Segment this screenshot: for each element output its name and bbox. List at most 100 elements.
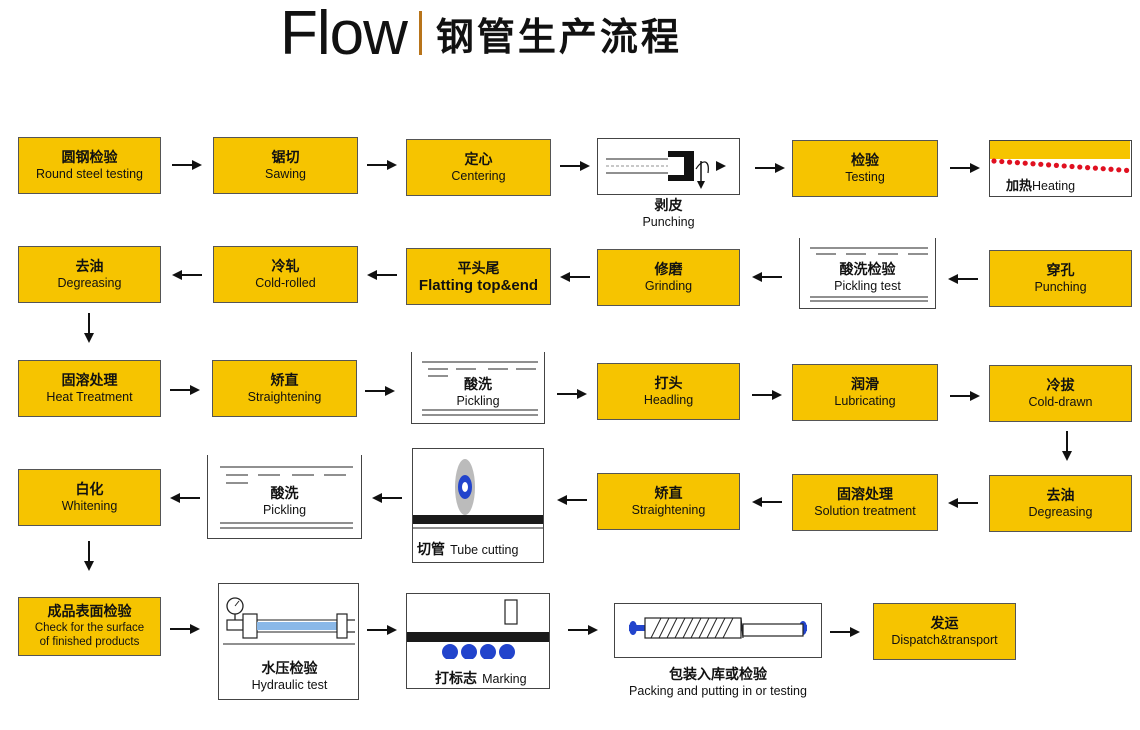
label-en: Hydraulic test: [251, 678, 328, 692]
arrow-left: [372, 493, 402, 503]
step-en: Headling: [643, 392, 694, 407]
label-cn: 包装入库或检验: [669, 667, 767, 683]
heating-dot: [1108, 166, 1114, 172]
step-cn: 锯切: [271, 149, 300, 166]
page-title: Flow 钢管生产流程: [280, 0, 682, 68]
step-cn: 去油: [1046, 487, 1075, 504]
arrow-right: [830, 627, 860, 637]
step-cn: 平头尾: [457, 260, 500, 277]
step-heat-treatment: 固溶处理 Heat Treatment: [18, 360, 161, 417]
arrow-left: [752, 272, 782, 282]
label-en: Pickling test: [834, 279, 901, 293]
step-flatting: 平头尾 Flatting top&end: [406, 248, 551, 305]
step-centering: 定心 Centering: [406, 139, 551, 196]
heating-dot: [1124, 167, 1130, 173]
step-en: Round steel testing: [35, 166, 143, 181]
step-cn: 去油: [75, 258, 104, 275]
tube-cutting-label: 切管 Tube cutting: [417, 539, 518, 559]
label-en: Marking: [482, 672, 527, 686]
step-solution-treatment: 固溶处理 Solution treatment: [792, 474, 938, 531]
step-en: Degreasing: [1028, 504, 1093, 519]
arrow-right: [170, 624, 200, 634]
arrow-right: [950, 391, 980, 401]
label-en: Pickling: [262, 503, 307, 517]
arrow-down: [84, 541, 94, 571]
step-cn: 成品表面检验: [47, 604, 132, 620]
step-headling: 打头 Headling: [597, 363, 740, 420]
label-cn: 酸洗检验: [839, 262, 896, 278]
heating-dot: [1085, 165, 1091, 171]
label-cn: 酸洗: [464, 377, 492, 393]
step-cn: 冷轧: [271, 258, 300, 275]
step-en: Solution treatment: [814, 503, 916, 518]
arrow-right: [170, 385, 200, 395]
arrow-left: [948, 498, 978, 508]
label-cn: 打标志: [435, 671, 477, 687]
title-chinese: 钢管生产流程: [435, 14, 682, 59]
step-cn: 发运: [930, 615, 959, 632]
label-en: Punching: [642, 215, 695, 229]
heating-dot: [1022, 160, 1028, 166]
step-cold-rolled: 冷轧 Cold-rolled: [213, 246, 358, 303]
label-en: Tube cutting: [450, 543, 519, 557]
punching-illustration: [606, 151, 726, 189]
step-cn: 润滑: [851, 376, 879, 393]
arrow-right: [560, 161, 590, 171]
arrow-left: [557, 495, 587, 505]
heating-illustration-frame: 加热Heating: [989, 140, 1132, 197]
tank-liquid-lines: [422, 361, 538, 416]
label-cn: 水压检验: [261, 661, 318, 677]
step-en: Sawing: [265, 166, 306, 181]
packing-label: 包装入库或检验 Packing and putting in or testin…: [600, 667, 836, 699]
step-straightening: 矫直 Straightening: [212, 360, 357, 417]
heating-dot: [1030, 161, 1036, 167]
step-en: Cold-drawn: [1028, 394, 1093, 409]
heating-dot: [1038, 161, 1044, 167]
step-en: Straightening: [631, 502, 706, 517]
step-en: Cold-rolled: [255, 275, 316, 290]
step-en: Dispatch&transport: [891, 632, 998, 647]
punching-illustration-frame: [597, 138, 740, 195]
heating-dot: [1069, 163, 1075, 170]
step-en: Grinding: [644, 278, 693, 293]
step-en: Straightening: [247, 389, 322, 404]
step-dispatch: 发运 Dispatch&transport: [873, 603, 1016, 660]
step-cold-drawn: 冷拔 Cold-drawn: [989, 365, 1132, 422]
heating-dot: [1046, 162, 1052, 168]
packing-illustration: [629, 617, 807, 639]
step-whitening: 白化 Whitening: [18, 469, 161, 526]
label-cn: 切管: [417, 542, 445, 558]
step-round-steel-testing: 圆钢检验 Round steel testing: [18, 137, 161, 194]
marking-illustration-frame: 打标志 Marking: [406, 593, 550, 689]
step-en: Flatting top&end: [418, 276, 539, 294]
step-lubricating: 润滑 Lubricating: [792, 364, 938, 421]
heating-dot: [1092, 165, 1098, 171]
arrow-right: [752, 390, 782, 400]
step-sawing: 锯切 Sawing: [213, 137, 358, 194]
step-cn: 固溶处理: [61, 372, 118, 389]
pickling-test-tank: 酸洗检验 Pickling test: [799, 238, 936, 309]
heating-dot: [1100, 166, 1106, 172]
step-cn: 穿孔: [1046, 262, 1075, 279]
arrow-right: [172, 160, 202, 170]
heating-dot: [991, 158, 997, 164]
step-cn: 检验: [851, 152, 879, 169]
step-cn: 圆钢检验: [61, 149, 118, 166]
hydraulic-illustration-frame: 水压检验 Hydraulic test: [218, 583, 359, 700]
punching-illustration-label: 剥皮 Punching: [597, 198, 740, 230]
heating-dot: [1053, 162, 1059, 168]
tank-label: 酸洗检验 Pickling test: [800, 262, 935, 294]
step-en: Testing: [845, 169, 885, 184]
heating-dot: [1007, 159, 1013, 165]
step-degreasing-2: 去油 Degreasing: [989, 475, 1132, 532]
arrow-right: [568, 625, 598, 635]
heating-dot: [1116, 167, 1122, 173]
marking-illustration: [407, 599, 549, 659]
step-cn: 矫直: [654, 485, 683, 502]
heating-label: 加热Heating: [1006, 175, 1075, 194]
tube-cutting-illustration: [413, 459, 543, 529]
hydraulic-illustration: [223, 597, 355, 645]
packing-illustration-frame: [614, 603, 822, 658]
label-cn: 酸洗: [270, 486, 299, 502]
arrow-left: [752, 497, 782, 507]
